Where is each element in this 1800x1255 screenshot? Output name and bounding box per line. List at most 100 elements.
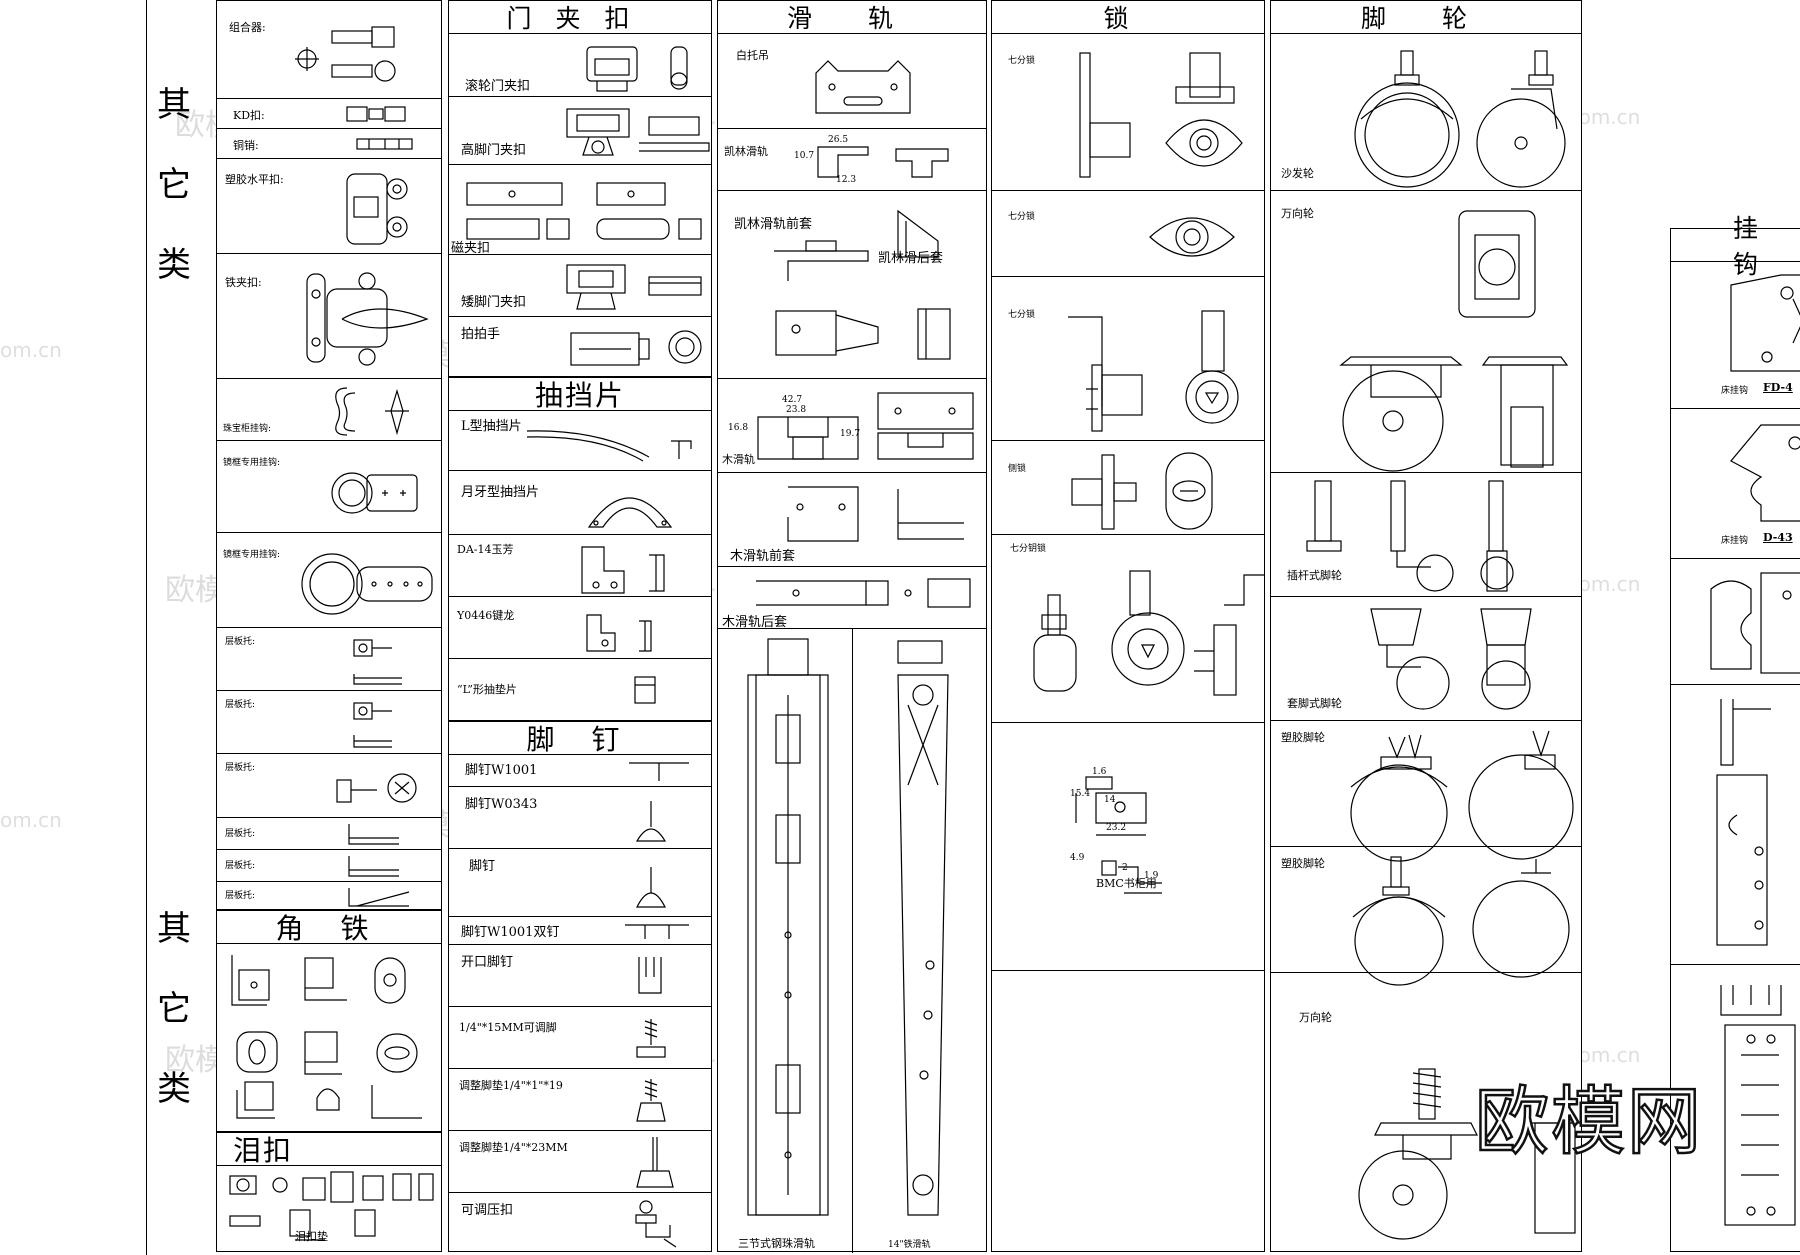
dimension-label: 19.7	[840, 429, 861, 439]
cell-wood-rail-back: 木滑轨后套	[718, 567, 986, 630]
item-label: 层板托:	[225, 763, 256, 773]
push-latch-icon	[570, 330, 702, 366]
plastic-caster-icon	[1350, 730, 1574, 862]
combiner-icon	[295, 26, 396, 82]
item-label: 塑胶水平扣:	[225, 173, 284, 186]
sofa-caster-icon	[1354, 50, 1566, 188]
section-corner-iron: 角 铁	[217, 910, 441, 945]
header-caster: 脚 轮	[1271, 1, 1581, 34]
y0446-stop-icon	[586, 614, 652, 652]
cell-shelf-support-3: 层板托:	[217, 754, 441, 818]
left-margin-line	[146, 0, 147, 1255]
item-label: 万向轮	[1281, 207, 1314, 220]
kelin-cover-icon	[774, 209, 951, 360]
cell-y0446: Y0446键龙	[449, 597, 711, 659]
cell-bed-hook-d43: 床挂钩 D-43	[1671, 409, 1800, 559]
item-label: 镜框专用挂钩:	[223, 458, 281, 468]
item-label: 木滑轨后套	[722, 615, 788, 630]
l-pad-icon	[634, 676, 656, 704]
cell-nail: 脚钉	[449, 849, 711, 917]
cell-push-latch: 拍拍手	[449, 317, 711, 377]
item-label: 珠宝柜挂钩:	[223, 424, 272, 434]
watermark-url: om.cn	[0, 338, 62, 362]
item-label: 凯林滑轨	[724, 145, 768, 158]
item-label: 床挂钩	[1721, 386, 1749, 396]
cell-side-lock: 侧锁	[992, 441, 1264, 535]
cell-adjustable-press: 可调压扣	[449, 1193, 711, 1253]
cell-roller-catch: 滚轮门夹扣	[449, 33, 711, 97]
header-door-catch: 门夹扣	[449, 1, 711, 34]
cell-l-drawer-stop: L型抽挡片	[449, 409, 711, 471]
da14-stop-icon	[581, 546, 665, 594]
item-label: 高脚门夹扣	[461, 143, 527, 158]
cell-white-hanger: 白托吊	[718, 33, 986, 129]
lock-icon	[1079, 52, 1243, 178]
item-label: 可调压扣	[461, 1203, 514, 1218]
dimension-label: 42.7	[782, 395, 803, 405]
item-label: 脚钉W0343	[465, 797, 538, 812]
cell-bmc-lock: 1.6 14 15.4 23.2 2 1.9 4.9 BMC书柜用	[992, 723, 1264, 971]
item-label: 磁夹扣	[451, 241, 491, 256]
copper-pin-icon	[356, 138, 413, 150]
adjustable-press-icon	[635, 1200, 677, 1248]
shelf-support-icon	[353, 639, 402, 685]
item-label: 层板托:	[225, 891, 256, 901]
wood-rail-front-icon	[787, 486, 964, 542]
column-lock: 锁 七分锁 七分锁 七分锁 侧锁 七分钥锁	[991, 0, 1265, 1252]
teardrop-pad-label: 泪扣垫	[295, 1230, 328, 1243]
item-label: 层板托:	[225, 637, 256, 647]
item-label: 铁夹扣:	[225, 276, 262, 289]
cell-nail-w0343: 脚钉W0343	[449, 787, 711, 849]
cell-bed-hook-fd4: 床挂钩 FD-4	[1671, 261, 1800, 409]
shelf-support-icon	[348, 888, 410, 907]
item-label: 铜销:	[233, 139, 259, 152]
cell-da14: DA-14玉芳	[449, 535, 711, 597]
watermark-url: om.cn	[0, 808, 62, 832]
item-label: 七分钥锁	[1010, 544, 1047, 554]
cell-nail-double: 脚钉W1001双钉	[449, 917, 711, 945]
low-leg-catch-icon	[566, 264, 702, 310]
cell-lock-2: 七分锁	[992, 191, 1264, 277]
cell-adjustable-foot: 1/4"*15MM可调脚	[449, 1007, 711, 1069]
cell-shelf-support-1: 层板托:	[217, 628, 441, 691]
item-label: DA-14玉芳	[457, 543, 514, 556]
column-caster: 脚 轮 沙发轮 万向轮 插杆式脚轮 套脚式脚轮	[1270, 0, 1582, 1252]
item-label: 插杆式脚轮	[1287, 569, 1342, 582]
cell-kelin-rail: 凯林滑轨 26.5 10.7 12.3	[718, 129, 986, 191]
header-hook: 挂 钩	[1671, 214, 1800, 279]
jewelry-hook-icon	[335, 387, 409, 436]
mirror-hook-icon	[301, 553, 433, 615]
dimension-label: 12.3	[836, 175, 857, 185]
double-nail-icon	[625, 924, 689, 939]
item-label: 拍拍手	[461, 327, 501, 342]
item-label: 月牙型抽挡片	[461, 485, 540, 500]
iron-slide-icon	[897, 640, 949, 1216]
item-label: 14"铁滑轨	[888, 1240, 931, 1250]
kd-connector-icon	[346, 106, 406, 122]
item-label: 套脚式脚轮	[1287, 697, 1342, 710]
item-code: D-43	[1763, 531, 1793, 544]
dimension-label: 23.2	[1106, 823, 1127, 833]
cell-teardrop: 泪扣垫	[217, 1164, 441, 1253]
column-door-catch: 门夹扣 滚轮门夹扣 高脚门夹扣 磁夹扣 矮脚门夹扣 拍拍手	[448, 0, 712, 1252]
section-teardrop: 泪扣	[217, 1132, 441, 1167]
column-slide-rail: 滑 轨 白托吊 凯林滑轨 26.5 10.7 12.3 凯林滑轨前套 凯林滑后套…	[717, 0, 987, 1253]
cell-kelin-front-cover: 凯林滑轨前套 凯林滑后套	[718, 191, 986, 379]
item-label: 侧锁	[1008, 464, 1027, 474]
cell-mirror-hook-a: 镜框专用挂钩:	[217, 441, 441, 533]
item-label: 1/4"*15MM可调脚	[459, 1021, 557, 1034]
ball-bearing-slide-icon	[747, 638, 829, 1216]
cell-corner-iron	[217, 942, 441, 1132]
cell-swivel-caster: 万向轮	[1271, 191, 1581, 473]
plastic-clip-icon	[346, 173, 408, 245]
item-label: 万向轮	[1299, 1011, 1332, 1024]
adjust-pad-icon	[636, 1137, 674, 1188]
cell-high-leg-catch: 高脚门夹扣	[449, 97, 711, 165]
item-label: 矮脚门夹扣	[461, 295, 527, 310]
cell-sofa-caster: 沙发轮	[1271, 33, 1581, 191]
cell-adjust-pad-19: 调整脚垫1/4"*1"*19	[449, 1069, 711, 1131]
swivel-caster-icon	[1339, 210, 1569, 472]
lock-icon	[1149, 217, 1235, 257]
item-label: 沙发轮	[1281, 167, 1314, 180]
item-label: 镜框专用挂钩:	[223, 550, 281, 560]
